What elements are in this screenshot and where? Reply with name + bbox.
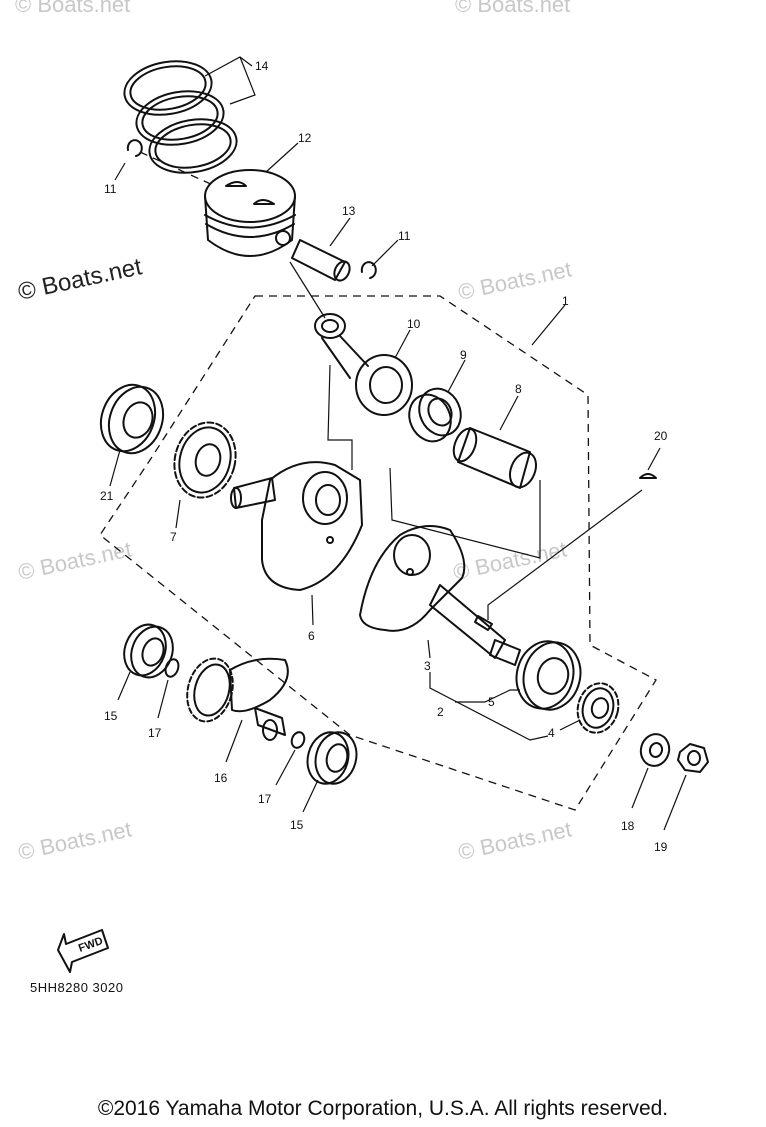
circlip-right xyxy=(360,261,377,279)
callout-6: 6 xyxy=(308,629,315,643)
connecting-rod xyxy=(314,313,413,416)
copyright-notice: ©2016 Yamaha Motor Corporation, U.S.A. A… xyxy=(97,1097,669,1120)
callout-17b: 17 xyxy=(258,792,272,806)
fwd-arrow-icon: FWD xyxy=(57,929,109,973)
bearing-5 xyxy=(515,640,582,711)
diagram-code: 5HH8280 3020 xyxy=(30,980,123,995)
leader-13 xyxy=(329,217,351,247)
bracket-2 xyxy=(455,689,520,703)
callout-5: 5 xyxy=(488,695,495,709)
callout-4: 4 xyxy=(548,726,555,740)
oring-17-left xyxy=(164,658,180,678)
watermark: © Boats.net xyxy=(16,816,134,864)
leader-11a xyxy=(114,162,126,181)
nut-19 xyxy=(677,743,709,773)
leader-17b xyxy=(275,749,296,786)
bracket-lines xyxy=(389,467,541,559)
watermark: © Boats.net xyxy=(456,256,574,304)
leader-1 xyxy=(531,304,566,346)
watermark: © Boats.net xyxy=(455,0,570,17)
leader-8 xyxy=(499,395,519,431)
callout-9: 9 xyxy=(460,348,467,362)
crank-pin xyxy=(452,427,538,489)
bearing-15-right xyxy=(306,731,358,785)
bearing-15-left xyxy=(123,623,174,679)
callout-20: 20 xyxy=(654,429,668,443)
leader-17a xyxy=(157,679,169,719)
callout-11b: 11 xyxy=(398,229,411,243)
axis-line xyxy=(289,261,326,319)
callout-18: 18 xyxy=(621,819,635,833)
callout-15a: 15 xyxy=(104,709,118,723)
callout-2: 2 xyxy=(437,705,444,719)
callout-13: 13 xyxy=(342,204,356,218)
assembly-boundary xyxy=(99,295,657,811)
callout-21: 21 xyxy=(100,489,114,503)
leader-10 xyxy=(394,329,411,359)
leader-6 xyxy=(311,594,314,626)
callout-14: 14 xyxy=(255,59,269,73)
crankshaft-right xyxy=(359,525,521,666)
woodruff-key xyxy=(639,473,657,479)
leader-20 xyxy=(647,447,661,471)
leader-21 xyxy=(109,449,121,487)
piston xyxy=(204,169,296,257)
leader-3 xyxy=(427,639,431,659)
callout-12: 12 xyxy=(298,131,312,145)
leader-14 xyxy=(229,56,256,105)
bracket-lines xyxy=(327,364,353,470)
crankshaft-left xyxy=(230,461,363,591)
washer-18 xyxy=(639,733,671,767)
callout-10: 10 xyxy=(407,317,421,331)
callout-3: 3 xyxy=(424,659,431,673)
callout-1: 1 xyxy=(562,294,569,308)
circlip-left xyxy=(126,139,143,157)
oring-17-right xyxy=(290,731,306,749)
watermark: © Boats.net xyxy=(15,0,130,17)
callout-19: 19 xyxy=(654,840,668,854)
needle-bearing xyxy=(408,387,462,443)
gear-4 xyxy=(576,682,620,734)
leader-18 xyxy=(631,767,649,809)
watermark: © Boats.net xyxy=(451,536,569,584)
watermark: © Boats.net xyxy=(16,536,134,584)
leader-20 xyxy=(487,489,643,620)
watermark: © Boats.net xyxy=(456,816,574,864)
leader-7 xyxy=(175,499,181,529)
leader-15b xyxy=(302,779,319,813)
leader-9 xyxy=(447,359,466,393)
leader-4 xyxy=(559,719,581,731)
watermark-main: © Boats.net xyxy=(16,253,145,306)
leader-19 xyxy=(663,774,687,831)
callout-7: 7 xyxy=(170,530,177,544)
bearing-21 xyxy=(99,383,165,455)
leader-14 xyxy=(204,56,253,77)
callout-16: 16 xyxy=(214,771,228,785)
leader-15a xyxy=(117,671,131,701)
piston-pin xyxy=(291,239,351,282)
balancer-shaft xyxy=(186,657,289,741)
leader-11b xyxy=(371,239,399,267)
piston-rings xyxy=(123,60,238,174)
callout-11a: 11 xyxy=(104,182,117,196)
callout-17a: 17 xyxy=(148,726,162,740)
callout-15b: 15 xyxy=(290,818,304,832)
gear-7 xyxy=(173,421,237,499)
callout-8: 8 xyxy=(515,382,522,396)
leader-12 xyxy=(265,142,299,173)
leader-16 xyxy=(225,719,243,763)
bracket-2 xyxy=(429,672,549,741)
